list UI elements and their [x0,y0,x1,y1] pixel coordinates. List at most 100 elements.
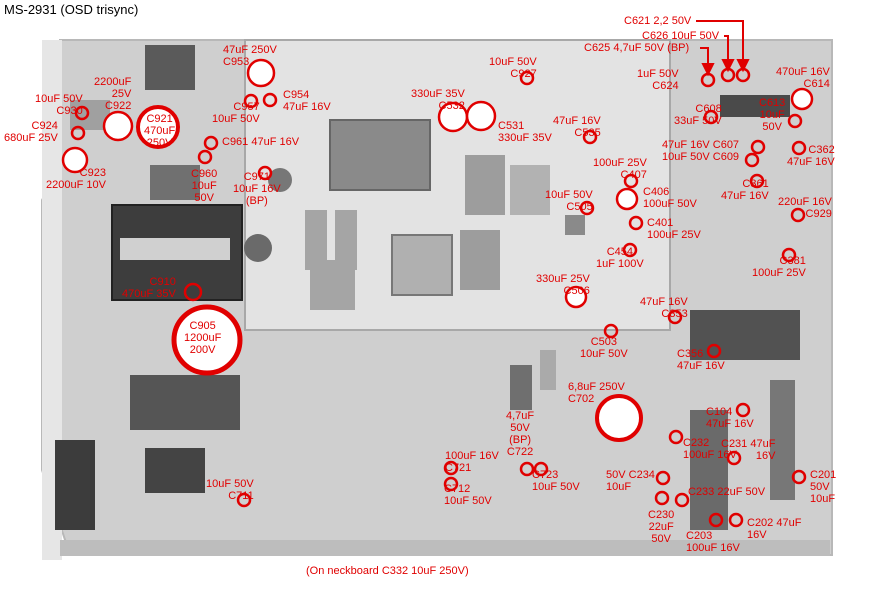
label-line: 47uF 16V [283,101,331,113]
label-line: 10uF 50V [532,481,580,493]
label-line: 6,8uF 250V [568,381,625,393]
label-line: C614 [803,78,830,90]
marker-c910 [183,282,203,302]
marker-c957 [243,93,259,109]
label-line: 1200uF [184,332,222,344]
label-line: C231 47uF [721,438,776,450]
label-line: 200V [189,344,216,356]
label-line: (BP) [509,434,532,446]
label-line: C702 [568,393,595,405]
marker-c608 [703,109,719,125]
label-line: 10uF 50V [212,113,260,125]
label-line: C712 [444,483,471,495]
label-line: 47uF 16V [787,156,835,168]
label-line: C608 [695,103,722,115]
label-line: 470uF 35V [122,288,176,300]
marker-c454 [622,242,638,258]
marker-c104 [735,402,751,418]
label-line: C230 [648,509,675,521]
heatsink-plate [244,39,671,331]
label-line: 10uF [810,493,836,505]
label-line: 50V [810,481,830,493]
marker-c203 [708,512,724,528]
label-line: 50V [651,533,671,545]
marker-c231 [726,450,742,466]
label-line: C361 [742,178,769,190]
label-line: 47uF 16V C607 [662,139,740,151]
label-line: C505 [566,201,593,213]
label-line: C104 [706,406,733,418]
label-line: 47uF 16V [553,115,601,127]
label-line: C957 [233,101,260,113]
label-line: 10uF 50V C609 [662,151,740,163]
label-line: C401 [647,217,674,229]
marker-c923 [61,146,89,174]
marker-c362 [791,140,807,156]
label-c626: C626 10uF 50V [642,30,719,42]
label-line: C921 [146,113,173,125]
label-line: 10uF 50V [35,93,83,105]
label-c961: C961 47uF 16V [222,136,299,148]
label-line: C910 [149,276,176,288]
label-line: 47uF 16V [677,360,725,372]
marker-c921 [136,105,180,149]
label-line: 10uF 50V [580,348,628,360]
marker-c202 [728,512,744,528]
marker-c361 [749,173,765,189]
label-line: 100uF 25V [752,267,806,279]
label-line: C506 [563,285,590,297]
label-line: (BP) [245,195,268,207]
marker-c401 [628,215,644,231]
label-line: C503 [590,336,617,348]
label-line: C532 [438,100,465,112]
label-line: C971 [243,171,270,183]
marker-c353 [667,309,683,325]
label-line: C454 [606,246,633,258]
pointer-c625 [700,47,709,66]
label-line: 680uF 25V [4,132,58,144]
marker-c230 [654,490,670,506]
marker-c954 [262,92,278,108]
pointer-c626 [724,35,729,62]
marker-c927 [519,70,535,86]
marker-c929 [790,207,806,223]
label-line: 10uF [191,180,217,192]
label-line: 330uF 35V [498,132,552,144]
page-title: MS-2931 (OSD trisync) [4,2,139,17]
label-line: C531 [498,120,525,132]
label-c621: C621 2,2 50V [624,15,691,27]
marker-c922 [102,110,134,142]
marker-c506 [564,285,588,309]
marker-c609 [744,152,760,168]
marker-c613 [787,113,803,129]
label-line: C930 [56,105,83,117]
label-line: C626 10uF 50V [642,30,720,42]
marker-c712 [443,476,459,492]
label-line: C953 [223,56,250,68]
label-line: C203 [686,530,713,542]
label-line: 33uF 50V [674,115,722,127]
label-line: C406 [643,186,670,198]
label-line: 100uF 50V [643,198,697,210]
marker-c614 [790,87,814,111]
marker-c961 [203,135,219,151]
label-line: C201 [810,469,837,481]
label-line: C233 22uF 50V [688,486,766,498]
